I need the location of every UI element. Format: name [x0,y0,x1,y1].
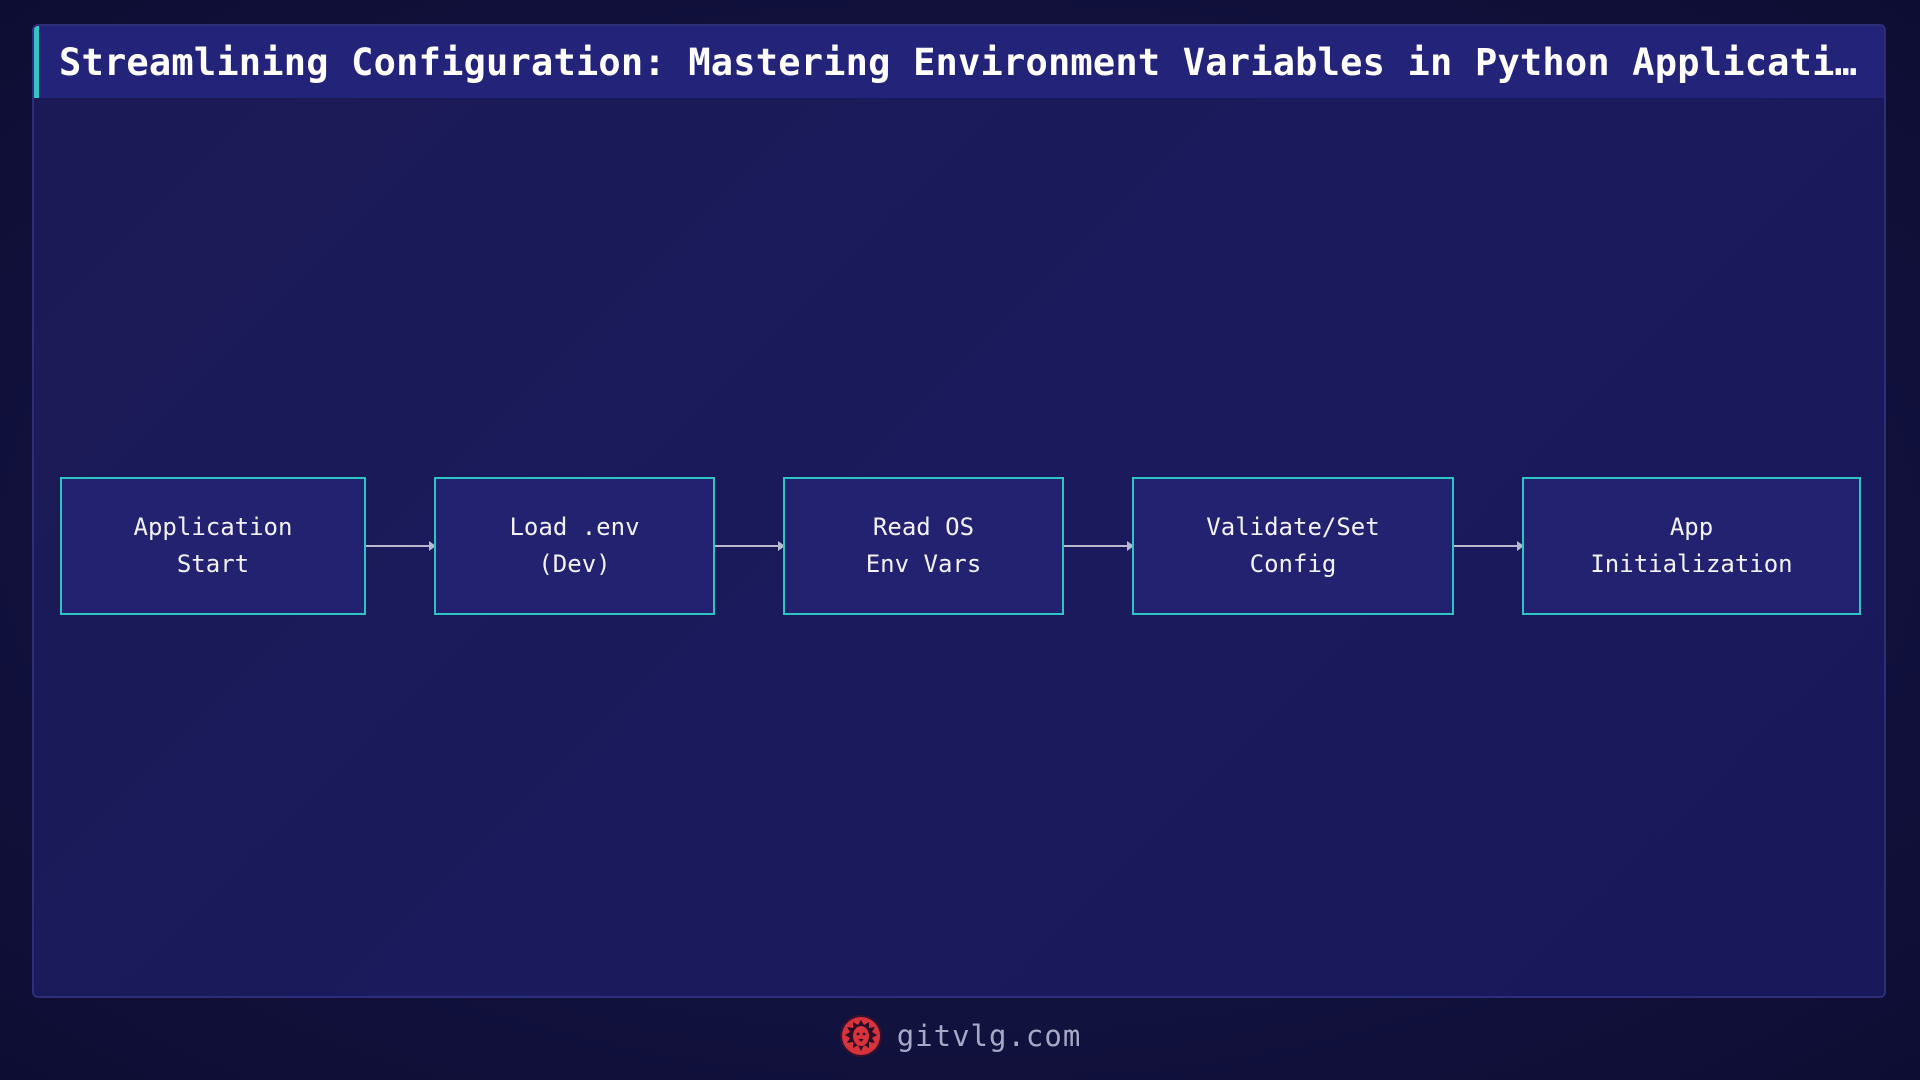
node-label: Read OS Env Vars [865,513,982,578]
node-label: App Initialization [1590,513,1793,578]
node-validate-set-config: Validate/Set Config [1132,477,1454,615]
footer: gitvlg.com [0,1008,1920,1064]
node-app-initialization: App Initialization [1522,477,1861,615]
node-label: Application Start [133,513,293,578]
node-label: Load .env (Dev) [509,513,640,578]
node-label: Validate/Set Config [1206,513,1380,578]
node-application-start: Application Start [60,477,366,615]
node-read-os-env-vars: Read OS Env Vars [783,477,1064,615]
page-title: Streamlining Configuration: Mastering En… [59,40,1860,84]
title-bar: Streamlining Configuration: Mastering En… [34,26,1884,98]
node-load-env: Load .env (Dev) [434,477,715,615]
lion-head-icon [839,1015,882,1057]
site-url[interactable]: gitvlg.com [896,1019,1082,1053]
